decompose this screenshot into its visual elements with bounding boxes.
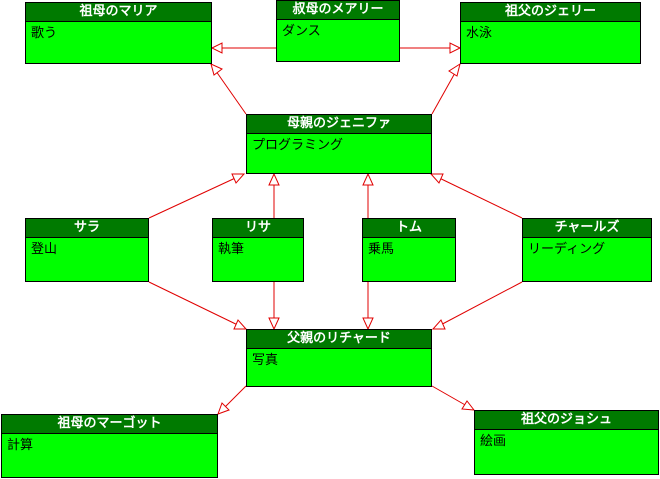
node-grandmother-margot: 祖母のマーゴット 計算 <box>1 414 218 478</box>
node-hobby: ダンス <box>282 24 321 39</box>
node-tom: トム 乗馬 <box>362 218 456 282</box>
node-hobby: 写真 <box>252 353 279 368</box>
node-hobby: 計算 <box>7 438 34 453</box>
node-title: 父親のリチャード <box>247 330 431 349</box>
arrowhead-sara-jennifer <box>231 173 246 184</box>
node-title: リサ <box>213 219 303 238</box>
node-hobby: 登山 <box>31 242 58 257</box>
arrowhead-jennifer-jerry <box>448 62 461 77</box>
node-aunt-mary: 叔母のメアリー ダンス <box>276 0 400 62</box>
node-title: 祖父のジョシュ <box>475 411 658 430</box>
node-title: 母親のジェニファ <box>247 115 431 134</box>
link-sara-jennifer <box>148 173 245 219</box>
arrowhead-charles-jennifer <box>429 173 444 184</box>
node-title: サラ <box>26 219 148 238</box>
node-title: チャールズ <box>523 219 651 238</box>
node-title: 叔母のメアリー <box>277 1 399 20</box>
node-hobby: 水泳 <box>466 26 493 41</box>
arrowhead-tom-jennifer <box>362 172 374 186</box>
arrowhead-richard-josh <box>461 400 476 411</box>
arrowhead-lisa-jennifer <box>268 172 280 186</box>
node-title: トム <box>363 219 455 238</box>
node-lisa: リサ 執筆 <box>212 218 304 282</box>
node-charles: チャールズ リーディング <box>522 218 652 282</box>
node-hobby: 絵画 <box>480 434 507 449</box>
link-charles-richard <box>432 281 523 330</box>
arrowhead-mary-jerry <box>449 42 462 54</box>
node-sara: サラ 登山 <box>25 218 149 282</box>
node-mother-jennifer: 母親のジェニファ プログラミング <box>246 114 432 174</box>
node-grandfather-jerry: 祖父のジェリー 水泳 <box>460 2 641 64</box>
arrowhead-lisa-richard <box>268 317 280 331</box>
node-father-richard: 父親のリチャード 写真 <box>246 329 432 387</box>
node-grandmother-maria: 祖母のマリア 歌う <box>25 2 212 64</box>
arrowhead-richard-margot <box>217 402 230 415</box>
node-hobby: 乗馬 <box>368 242 395 257</box>
arrowhead-sara-richard <box>233 319 248 330</box>
node-grandfather-josh: 祖父のジョシュ 絵画 <box>474 410 659 475</box>
node-title: 祖父のジェリー <box>461 3 640 22</box>
node-hobby: 執筆 <box>218 242 245 257</box>
link-charles-jennifer <box>430 173 523 219</box>
link-sara-richard <box>148 281 247 330</box>
arrowhead-charles-richard <box>431 319 446 330</box>
node-hobby: プログラミング <box>252 138 344 153</box>
node-hobby: 歌う <box>31 26 58 41</box>
node-hobby: リーディング <box>528 242 606 257</box>
node-title: 祖母のマリア <box>26 3 211 22</box>
arrowhead-jennifer-maria <box>210 63 223 76</box>
arrowhead-mary-maria <box>210 42 223 54</box>
node-title: 祖母のマーゴット <box>2 415 217 434</box>
arrowhead-tom-richard <box>362 317 374 331</box>
